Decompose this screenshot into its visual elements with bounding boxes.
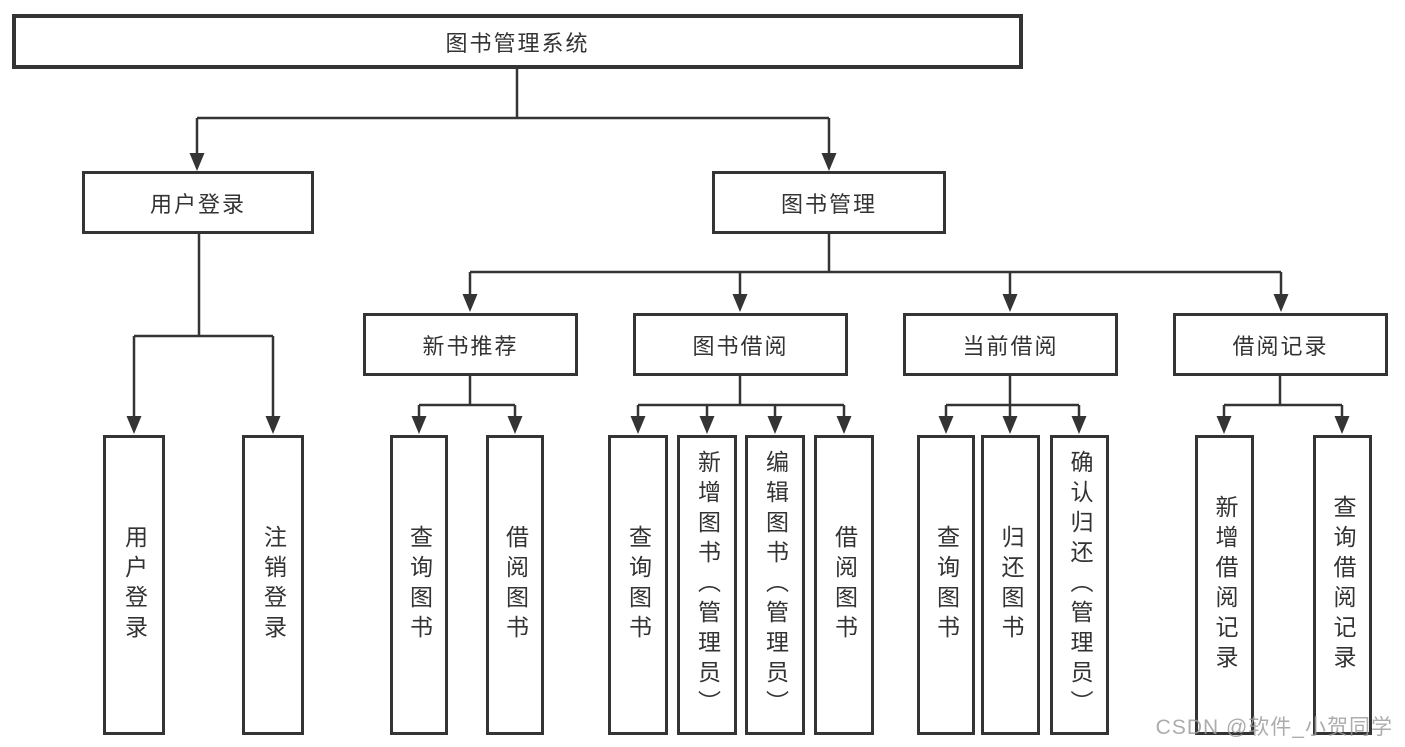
leaf-borrow-add-books-admin-label: 新增图书（管理员）	[694, 450, 721, 720]
node-borrow-records: 借阅记录	[1173, 313, 1388, 376]
leaf-records-query-record-label: 查询借阅记录	[1330, 495, 1356, 675]
node-book-borrow: 图书借阅	[633, 313, 848, 376]
leaf-borrow-add-books-admin: 新增图书（管理员）	[677, 435, 737, 735]
leaf-current-query-books-label: 查询图书	[933, 525, 960, 645]
leaf-current-confirm-return-admin-label: 确认归还（管理员）	[1067, 450, 1093, 720]
leaf-recommend-borrow-books-label: 借阅图书	[502, 525, 529, 645]
node-book-borrow-label: 图书借阅	[692, 333, 789, 359]
leaf-current-return-books: 归还图书	[981, 435, 1040, 735]
node-book-management: 图书管理	[712, 171, 946, 234]
watermark: CSDN @软件_小贺同学	[1155, 716, 1393, 739]
node-book-management-label: 图书管理	[780, 191, 877, 217]
leaf-borrow-edit-books-admin: 编辑图书（管理员）	[745, 435, 805, 735]
node-current-borrow: 当前借阅	[903, 313, 1118, 376]
node-user-login-group-label: 用户登录	[149, 191, 246, 217]
leaf-logout-label: 注销登录	[260, 525, 287, 645]
node-borrow-records-label: 借阅记录	[1232, 333, 1329, 359]
leaf-recommend-borrow-books: 借阅图书	[486, 435, 544, 735]
leaf-records-add-record-label: 新增借阅记录	[1212, 495, 1238, 675]
leaf-logout: 注销登录	[242, 435, 304, 735]
node-new-book-recommend: 新书推荐	[363, 313, 578, 376]
leaf-user-login-label: 用户登录	[121, 525, 148, 645]
node-root: 图书管理系统	[12, 14, 1023, 69]
node-root-label: 图书管理系统	[445, 30, 590, 56]
leaf-current-query-books: 查询图书	[917, 435, 975, 735]
node-current-borrow-label: 当前借阅	[962, 333, 1059, 359]
leaf-borrow-edit-books-admin-label: 编辑图书（管理员）	[762, 450, 789, 720]
leaf-borrow-query-books: 查询图书	[608, 435, 668, 735]
leaf-borrow-borrow-books-label: 借阅图书	[831, 525, 858, 645]
leaf-records-query-record: 查询借阅记录	[1313, 435, 1372, 735]
leaf-current-return-books-label: 归还图书	[998, 525, 1024, 645]
leaf-borrow-query-books-label: 查询图书	[625, 525, 652, 645]
leaf-recommend-query-books-label: 查询图书	[406, 525, 433, 645]
node-user-login-group: 用户登录	[82, 171, 314, 234]
leaf-recommend-query-books: 查询图书	[390, 435, 448, 735]
leaf-records-add-record: 新增借阅记录	[1195, 435, 1254, 735]
leaf-user-login: 用户登录	[103, 435, 165, 735]
node-new-book-recommend-label: 新书推荐	[422, 333, 519, 359]
leaf-current-confirm-return-admin: 确认归还（管理员）	[1050, 435, 1109, 735]
leaf-borrow-borrow-books: 借阅图书	[814, 435, 874, 735]
